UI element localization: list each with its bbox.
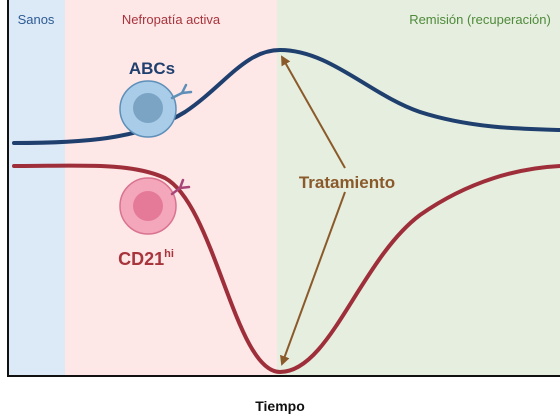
phase-label-sanos: Sanos	[18, 12, 55, 27]
phase-bg-sanos	[8, 0, 65, 376]
x-axis-label: Tiempo	[255, 398, 305, 414]
cd21-label-main: CD21	[118, 249, 164, 269]
phase-label-remision: Remisión (recuperación)	[409, 12, 551, 27]
cd21-curve	[12, 163, 560, 375]
cd21-label-superscript: hi	[164, 248, 174, 260]
treatment-label: Tratamiento	[299, 173, 395, 192]
treatment-arrow-down	[280, 191, 346, 366]
cd21-label: CD21hi	[118, 248, 174, 269]
phase-label-nefropatia: Nefropatía activa	[122, 12, 221, 27]
phase-bg-nefropatia	[65, 0, 277, 376]
abcs-curve	[12, 47, 560, 145]
cd21-receptor-icon	[170, 178, 191, 196]
abcs-label: ABCs	[129, 59, 175, 78]
abcs-cell-icon	[119, 80, 193, 138]
treatment-arrow-up	[281, 55, 346, 169]
abcs-receptor-icon	[170, 83, 193, 100]
cd21-cell-icon	[119, 177, 191, 235]
